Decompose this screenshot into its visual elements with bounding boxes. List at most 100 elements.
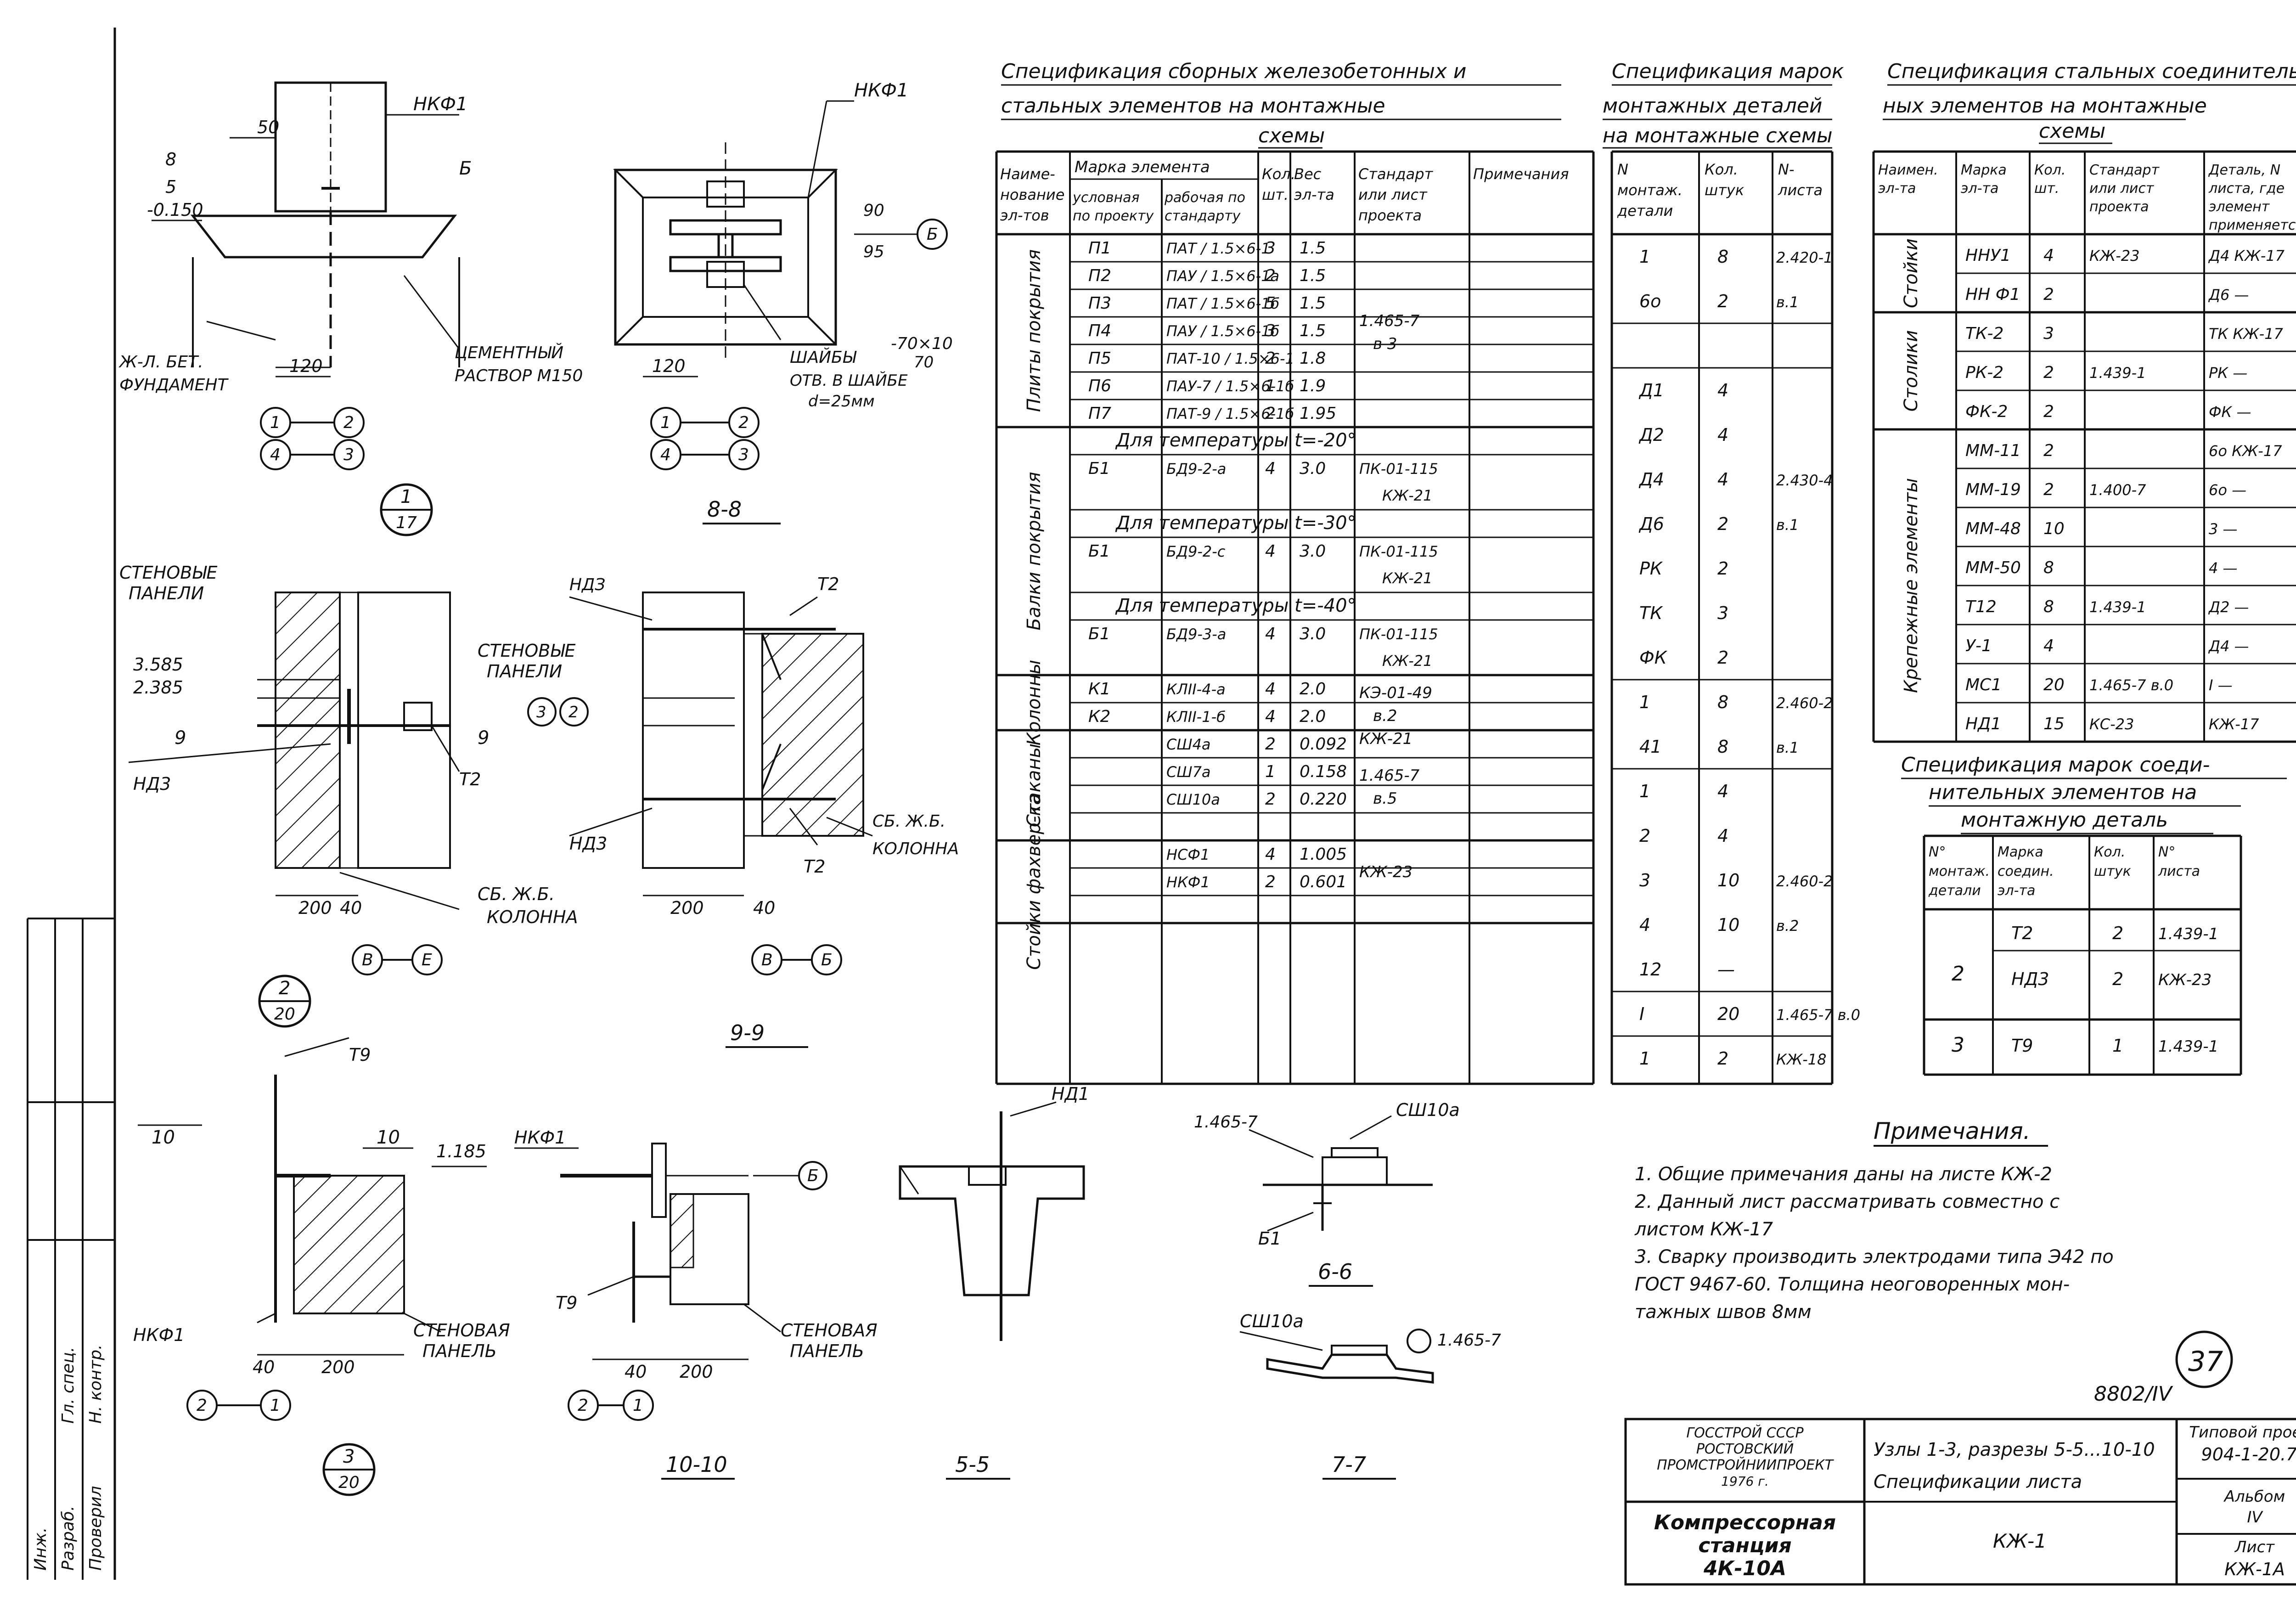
spec-steel-qty: 8 (2043, 597, 2054, 616)
spec-concrete-qty: 4 (1265, 707, 1276, 726)
spec-conn-qty: 2 (2112, 969, 2123, 989)
s99-label-nd3-bottom: НД3 (569, 834, 607, 854)
s1010-label-panel2: ПАНЕЛЬ (790, 1341, 864, 1361)
spec-concrete-header: или лист (1358, 186, 1428, 203)
spec-parts-detail-number: I (1639, 1004, 1644, 1024)
spec-steel-qty: 3 (2043, 324, 2054, 343)
n2-dim-level1: 3.585 (133, 654, 183, 675)
spec-steel-title-3: схемы (2039, 119, 2105, 143)
spec-concrete-work-mark: ПАТ / 1.5×6-1 (1166, 240, 1271, 257)
node-2-drawing: 3.585 2.385 9 200 40 СТЕНОВЫЕ ПАНЕЛИ НД3… (119, 563, 578, 1028)
spec-parts-qty: 4 (1717, 380, 1728, 400)
spec-concrete-work-mark: БД9-2-а (1166, 460, 1226, 478)
spec-conn-header: Марка (1998, 844, 2043, 860)
n1-dim-8: 8 (165, 149, 176, 169)
spec-parts-detail-number: 1 (1639, 1048, 1650, 1069)
sheet-label: Лист (2234, 1538, 2275, 1556)
spec-steel-mark: НН Ф1 (1965, 285, 2020, 304)
s88-dim-90: 90 (863, 201, 884, 220)
spec-concrete-weight: 3.0 (1300, 542, 1326, 561)
side-stamp-label: Н. контр. (86, 1344, 105, 1424)
spec-concrete-qty: 3 (1265, 239, 1276, 258)
spec-concrete-work-mark: СШ10а (1166, 791, 1220, 808)
spec-concrete-qty: 2 (1265, 873, 1276, 891)
spec-concrete-mark: П6 (1088, 377, 1111, 395)
spec-steel-header: проекта (2089, 199, 2149, 215)
spec-concrete-weight: 0.092 (1300, 735, 1347, 754)
spec-steel-mark: МС1 (1965, 676, 2002, 694)
spec-steel-table: Спецификация стальных соединитель-ных эл… (1872, 60, 2296, 743)
spec-concrete-mark: П4 (1088, 321, 1111, 340)
spec-conn-mark: Т2 (2011, 923, 2033, 943)
s55-label-nd1: НД1 (1052, 1084, 1089, 1104)
spec-parts-header: штук (1705, 181, 1745, 199)
left-border (27, 28, 116, 1580)
n1-label-mortar2: РАСТВОР М150 (455, 366, 583, 385)
s1010-label-t9: Т9 (556, 1293, 577, 1313)
spec-parts-sheet: КЖ-18 (1776, 1051, 1826, 1068)
spec-parts-sheet: в.1 (1776, 739, 1799, 756)
spec-steel-header: листа, где (2208, 180, 2285, 197)
spec-steel-detail-ref: РК — (2209, 364, 2247, 382)
spec-steel-header: эл-та (1878, 180, 1916, 197)
s99-axis-v: В (761, 951, 773, 969)
spec-parts-header: детали (1617, 202, 1673, 220)
spec-steel-detail-ref: Д4 КЖ-17 (2208, 247, 2285, 265)
spec-concrete-mark: К1 (1088, 680, 1110, 699)
spec-conn-mark: НД3 (2011, 969, 2049, 989)
n3-dim-10-right: 10 (377, 1127, 400, 1148)
spec-parts-sheet: 2.420-1 (1776, 249, 1833, 266)
spec-concrete-mark: Б1 (1088, 459, 1110, 478)
spec-parts-qty: 4 (1717, 469, 1728, 490)
n2-label-panels1: СТЕНОВЫЕ (119, 563, 217, 583)
spec-parts-sheet: в.2 (1776, 917, 1799, 935)
spec-conn-header: монтаж. (1929, 863, 1990, 879)
spec-parts-title-3: на монтажные схемы (1603, 124, 1833, 147)
spec-conn-mark: Т9 (2011, 1036, 2033, 1056)
spec-concrete-work-mark: БД9-2-с (1166, 543, 1226, 560)
spec-concrete-title-2: стальных элементов на монтажные (1001, 94, 1385, 118)
spec-parts-detail-number: 4 (1639, 915, 1650, 935)
node-3-drawing: 10 10 1.185 40 200 Т9 НКФ1 СТЕНОВАЯ ПАНЕ… (133, 1037, 510, 1496)
spec-parts-header: N- (1778, 161, 1794, 178)
s88-axis-3: 3 (738, 445, 749, 464)
note-line-2: 2. Данный лист рассматривать совместно с (1635, 1191, 2060, 1212)
spec-parts-detail-number: 41 (1639, 737, 1661, 757)
spec-conn-header: листа (2158, 863, 2200, 879)
spec-steel-detail-ref: 3 — (2209, 520, 2238, 538)
n2-label-column1: СБ. Ж.Б. (478, 884, 555, 904)
s1010-axis-1: 1 (633, 1396, 643, 1415)
spec-concrete-group-label: Плиты покрытия (1024, 249, 1045, 412)
s88-label-b: Б (927, 225, 938, 244)
spec-concrete-qty: 5 (1265, 294, 1276, 313)
spec-conn-title-1: Спецификация марок соеди- (1901, 753, 2210, 777)
note-line-6: тажных швов 8мм (1635, 1301, 1812, 1323)
s88-label-hole2: d=25мм (808, 392, 875, 411)
spec-concrete-group-std: в 3 (1373, 335, 1397, 353)
spec-steel-mark: ННУ1 (1965, 246, 2011, 265)
s99-label-t2-top: Т2 (817, 574, 839, 594)
spec-parts-qty: 8 (1717, 692, 1728, 712)
spec-steel-qty: 20 (2043, 676, 2065, 694)
spec-steel-mark: НД1 (1965, 715, 2001, 733)
spec-steel-qty: 4 (2043, 246, 2054, 265)
side-stamp-label: Проверил (86, 1486, 105, 1571)
s77-label-std: 1.465-7 (1437, 1331, 1501, 1350)
spec-steel-header: применяется (2209, 217, 2296, 233)
s99-dim-9: 9 (478, 727, 489, 749)
spec-concrete-std: ПК-01-115 (1359, 543, 1438, 560)
spec-concrete-group-label: Колонны (1024, 660, 1045, 746)
spec-concrete-qty: 1 (1265, 377, 1276, 395)
album-label: Альбом (2223, 1487, 2285, 1506)
n1-label-foundation1: Ж-Л. БЕТ. (118, 353, 203, 372)
spec-conn-sheet: 1.439-1 (2158, 1037, 2218, 1056)
project-label: Типовой проект (2189, 1423, 2296, 1442)
spec-conn-header: детали (1928, 883, 1981, 899)
spec-concrete-work-mark: СШ4а (1166, 736, 1211, 753)
spec-concrete-group-std: КЭ-01-49 (1359, 684, 1432, 702)
spec-concrete-header: условная (1072, 190, 1140, 206)
spec-conn-header: N° (1929, 844, 1946, 860)
section-9-9-drawing: 9-9 9 200 40 НДЗ Т2 СТЕНОВЫЕ ПАНЕЛИ НД3 … (478, 574, 959, 1048)
spec-concrete-qty: 2 (1265, 735, 1276, 754)
spec-steel-std: 1.439-1 (2089, 598, 2146, 616)
